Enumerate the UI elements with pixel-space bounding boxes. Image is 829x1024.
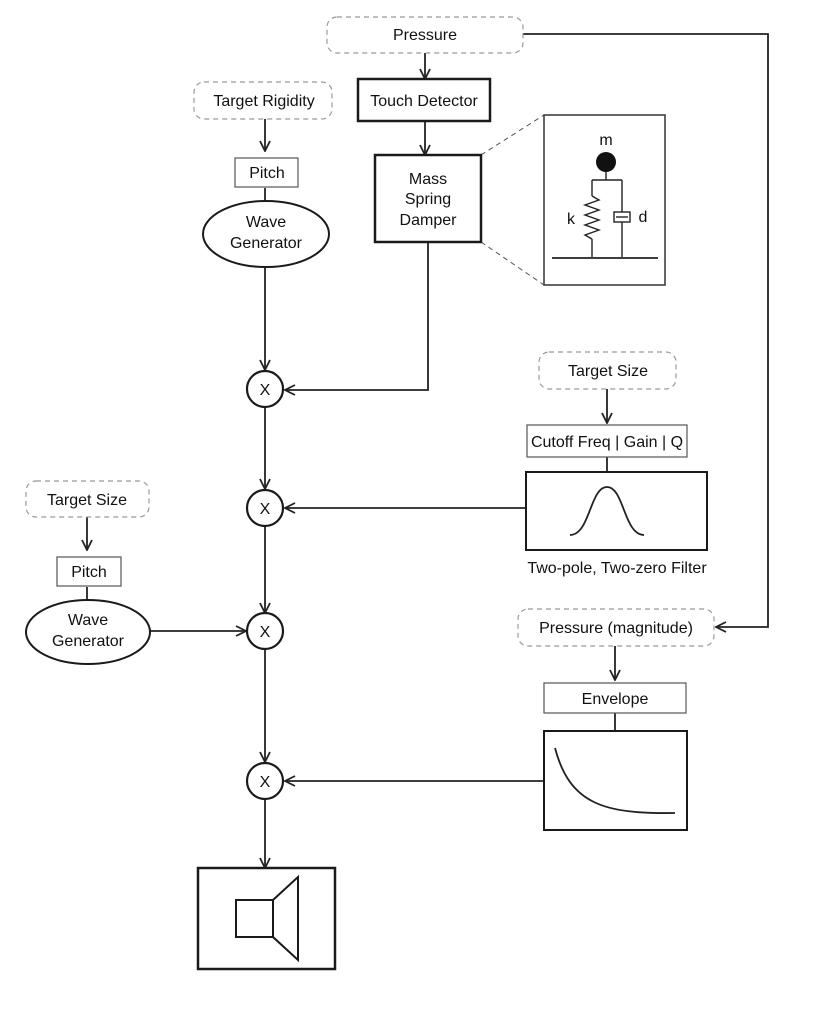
spring-label: k xyxy=(567,211,576,228)
mass-spring-damper-block: Mass Spring Damper xyxy=(373,153,483,244)
mass-icon xyxy=(596,152,616,172)
svg-text:Spring: Spring xyxy=(405,191,451,208)
filter-block xyxy=(525,471,708,551)
arrow-msd-to-mult1 xyxy=(285,242,429,390)
svg-text:X: X xyxy=(260,624,271,641)
decay-curve-icon xyxy=(554,747,676,814)
svg-text:Target Size: Target Size xyxy=(568,363,648,380)
multiplier-1: X xyxy=(245,369,285,409)
pitch-left-block: Pitch xyxy=(56,556,122,587)
spring-icon xyxy=(582,195,602,240)
svg-text:Touch Detector: Touch Detector xyxy=(370,93,478,110)
svg-text:X: X xyxy=(260,382,271,399)
touch-detector-block: Touch Detector xyxy=(356,77,492,123)
svg-text:Pressure: Pressure xyxy=(393,27,457,44)
arrow-pressure-to-magnitude xyxy=(523,33,769,627)
input-pressure-magnitude: Pressure (magnitude) xyxy=(517,608,715,647)
svg-text:Cutoff Freq | Gain | Q: Cutoff Freq | Gain | Q xyxy=(531,434,683,451)
wave-generator-left: Wave Generator xyxy=(25,599,151,665)
filter-caption: Two-pole, Two-zero Filter xyxy=(527,560,707,577)
mass-spring-damper-inset: m k d xyxy=(543,114,666,286)
input-target-rigidity: Target Rigidity xyxy=(193,81,333,120)
pitch-top-block: Pitch xyxy=(234,157,299,188)
svg-text:X: X xyxy=(260,501,271,518)
svg-text:Pressure (magnitude): Pressure (magnitude) xyxy=(539,620,693,637)
input-pressure: Pressure xyxy=(326,16,524,54)
svg-text:Wave: Wave xyxy=(246,214,286,231)
svg-text:Pitch: Pitch xyxy=(249,165,285,182)
connections xyxy=(87,33,769,868)
svg-text:Generator: Generator xyxy=(52,633,125,650)
svg-text:Generator: Generator xyxy=(230,235,303,252)
svg-text:Pitch: Pitch xyxy=(71,564,107,581)
zoom-line-bottom xyxy=(480,241,545,286)
multiplier-2: X xyxy=(245,488,285,528)
speaker-icon xyxy=(235,874,299,963)
envelope-block xyxy=(543,730,688,831)
bell-curve-icon xyxy=(569,486,645,536)
multiplier-4: X xyxy=(245,761,285,801)
wave-generator-top: Wave Generator xyxy=(202,200,330,268)
input-target-size-left: Target Size xyxy=(25,480,150,518)
svg-text:Mass: Mass xyxy=(409,171,447,188)
multiplier-3: X xyxy=(245,611,285,651)
svg-text:Target Rigidity: Target Rigidity xyxy=(213,93,314,110)
svg-text:Wave: Wave xyxy=(68,612,108,629)
svg-text:Damper: Damper xyxy=(400,212,458,229)
zoom-line-top xyxy=(480,114,545,156)
mass-label: m xyxy=(599,132,612,149)
svg-text:X: X xyxy=(260,774,271,791)
svg-text:Target Size: Target Size xyxy=(47,492,127,509)
input-target-size-right: Target Size xyxy=(538,351,677,390)
damper-label: d xyxy=(639,209,648,226)
speaker-output-block xyxy=(196,866,337,971)
svg-text:Envelope: Envelope xyxy=(582,691,649,708)
envelope-label-block: Envelope xyxy=(543,682,687,714)
filter-params-block: Cutoff Freq | Gain | Q xyxy=(526,424,688,458)
